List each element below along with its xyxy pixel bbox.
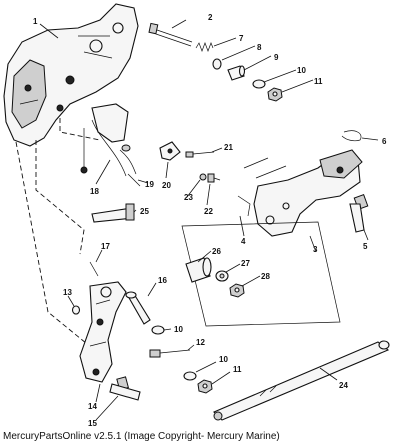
- assembly-line-b: [15, 141, 93, 349]
- part-18-clip-bracket: [80, 103, 137, 177]
- callout-14: 14: [88, 402, 97, 411]
- callout-26: 26: [212, 247, 221, 256]
- callout-9: 9: [274, 53, 279, 62]
- callout-22: 22: [204, 207, 213, 216]
- part-9-sleeve: [227, 65, 246, 81]
- callout-12: 12: [196, 338, 205, 347]
- part-10-washer-top: [252, 79, 266, 89]
- callout-7: 7: [239, 34, 244, 43]
- assembly-line-c: [59, 118, 101, 141]
- part-14-lower-bracket: [79, 281, 127, 383]
- part-28-nut: [229, 283, 245, 298]
- part-11-nut-top: [267, 87, 283, 102]
- callout-3: 3: [313, 245, 318, 254]
- callout-2: 2: [208, 13, 213, 22]
- callout-11-top: 11: [314, 77, 323, 86]
- leader-lines: [39, 19, 379, 421]
- callout-17: 17: [101, 242, 110, 251]
- part-27-hole: [219, 273, 225, 279]
- callout-5: 5: [363, 242, 368, 251]
- callout-24: 24: [339, 381, 348, 390]
- callout-27: 27: [241, 259, 250, 268]
- part-24-shift-rod: [213, 340, 390, 421]
- part-2-long-bolt: [148, 22, 193, 47]
- callout-6: 6: [382, 137, 387, 146]
- callout-1: 1: [33, 17, 38, 26]
- callout-23: 23: [184, 193, 193, 202]
- part-22-screw: [207, 173, 221, 183]
- parts-panel-box: [181, 221, 341, 327]
- part-6-cotter-pin: [341, 130, 362, 142]
- part-26-bushing: [185, 257, 212, 283]
- assembly-line-a: [35, 140, 85, 255]
- callout-15: 15: [88, 419, 97, 428]
- part-13-washer: [71, 305, 81, 315]
- part-17-pin: [89, 261, 99, 277]
- part-11-nut-low: [197, 379, 213, 394]
- part-15-bolt: [109, 376, 141, 401]
- part-21-screw: [185, 151, 215, 158]
- callout-20: 20: [162, 181, 171, 190]
- callout-18: 18: [90, 187, 99, 196]
- callout-10-low: 10: [219, 355, 228, 364]
- part-1-bracket-plate: [3, 3, 139, 147]
- part-19-screw: [127, 173, 141, 187]
- part-23-washer: [199, 173, 207, 181]
- callout-labels: 1 2 3 4 5 6 7 8 9 10 11 18 19 20 21 22 2…: [33, 13, 387, 428]
- copyright-footer: MercuryPartsOnline v2.5.1 (Image Copyrig…: [3, 431, 280, 442]
- callout-13: 13: [63, 288, 72, 297]
- callout-10-mid: 10: [174, 325, 183, 334]
- part-5-bolt: [349, 194, 369, 233]
- part-8-washer: [212, 58, 222, 70]
- part-16-pin-bolt: [125, 291, 151, 325]
- part-7-spring: [195, 42, 214, 52]
- callout-16: 16: [158, 276, 167, 285]
- callout-11-low: 11: [233, 365, 242, 374]
- part-10-washer-mid: [151, 325, 165, 335]
- callout-4: 4: [241, 237, 246, 246]
- callout-10-top: 10: [297, 66, 306, 75]
- part-25-bolt: [91, 203, 135, 223]
- callout-21: 21: [224, 143, 233, 152]
- part-12-bolt: [149, 349, 191, 358]
- part-20-clip: [159, 141, 181, 161]
- part-10-washer-low: [183, 371, 197, 381]
- callout-8: 8: [257, 43, 262, 52]
- part-3-shift-lever: [253, 149, 363, 237]
- callout-19: 19: [145, 180, 154, 189]
- callout-28: 28: [261, 272, 270, 281]
- callout-25: 25: [140, 207, 149, 216]
- part-4-indicator: [237, 195, 251, 217]
